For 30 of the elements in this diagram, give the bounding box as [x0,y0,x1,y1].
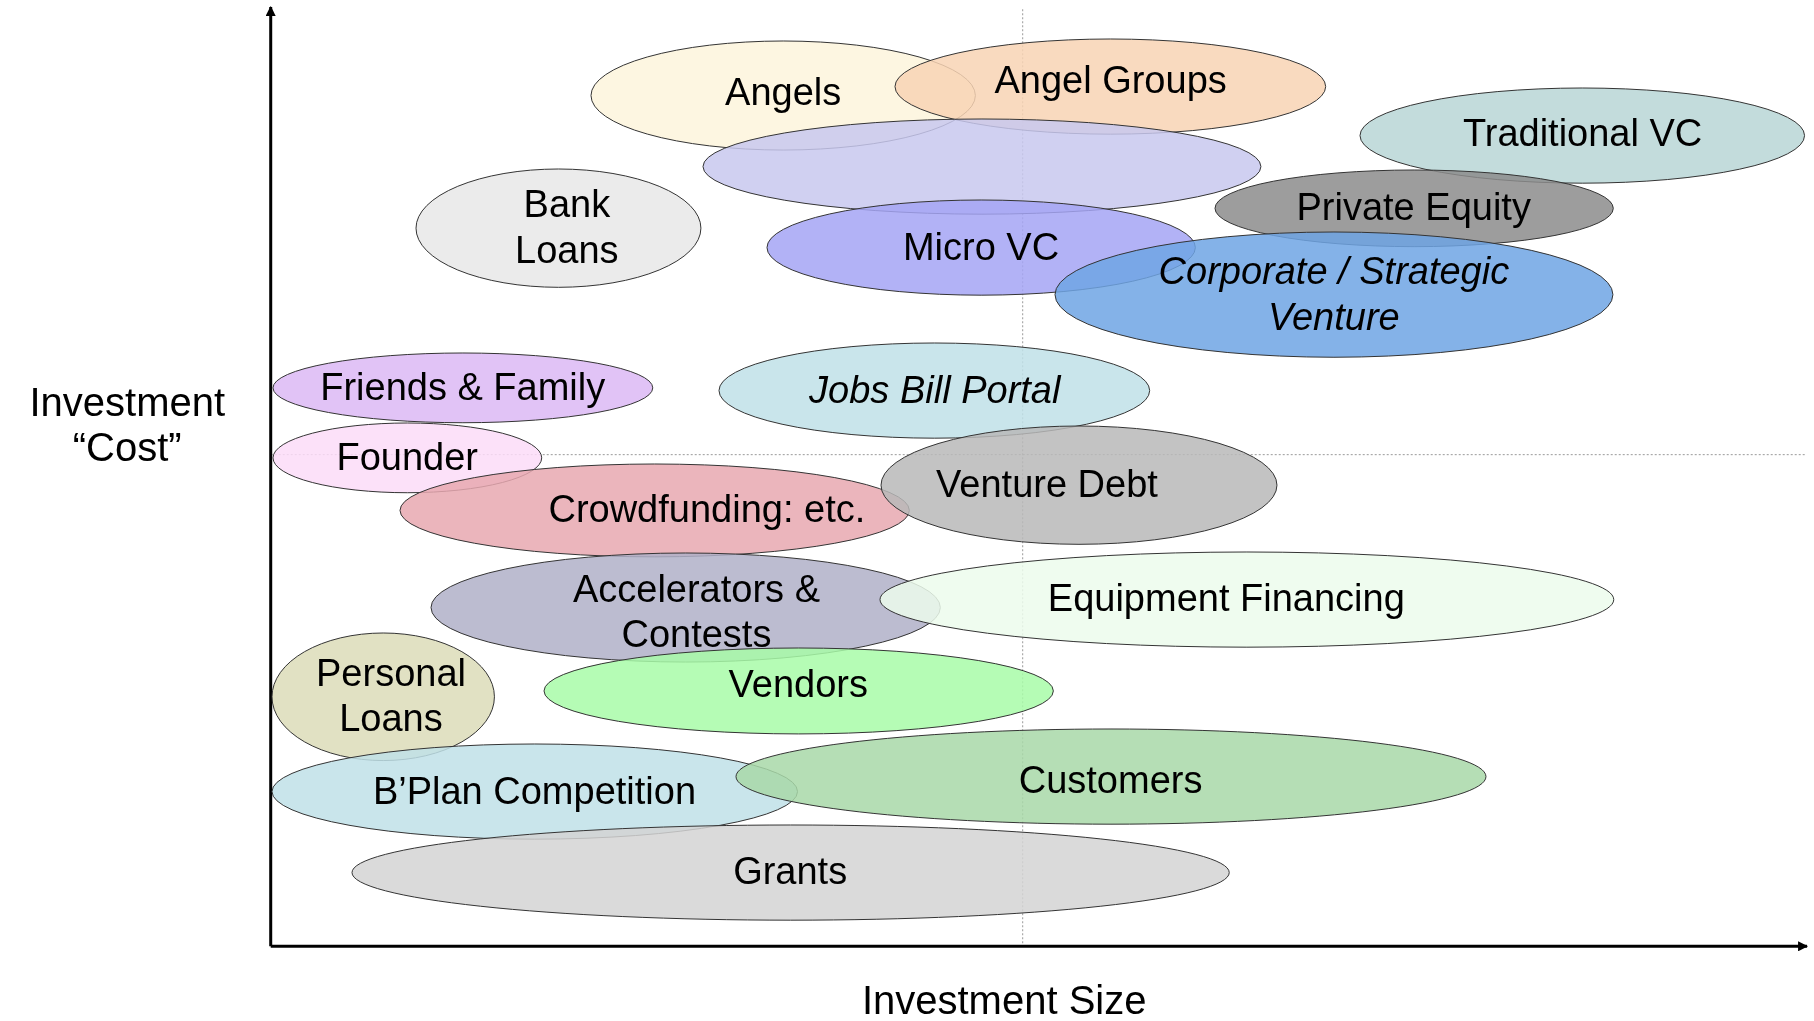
region-label: Grants [733,849,848,895]
region-label: Micro VC [902,224,1060,270]
region-label: Vendors [728,662,868,708]
region-label: Corporate / Strategic Venture [1157,249,1511,340]
ellipse-region [718,342,1152,440]
region-label: Friends & Family [320,364,606,410]
region-label: B’Plan Competition [372,768,697,814]
axis-title: Investment “Cost” [28,380,227,471]
ellipse-region [1359,86,1806,184]
ellipse-region [271,351,654,424]
region-label: Crowdfunding: etc. [548,487,866,533]
region-label: Equipment Financing [1047,576,1405,622]
region-label: Founder [336,435,478,481]
region-label: Venture Debt [936,461,1158,507]
ellipse-region [350,823,1230,921]
ellipse-region [880,424,1279,545]
axis-title: Investment Size [860,977,1148,1021]
region-label: Angel Groups [994,58,1227,104]
region-label: Accelerators & Contests [571,566,821,657]
ellipse-region [542,646,1054,735]
region-label: Bank Loans [514,182,620,273]
ellipse-region [415,167,703,289]
ellipse-region [734,727,1487,825]
ellipse-region [879,550,1615,648]
region-label: Personal Loans [315,650,467,742]
region-label: Angels [725,69,842,115]
region-label: Private Equity [1296,185,1531,231]
region-label: Traditional VC [1462,110,1703,156]
region-label: Jobs Bill Portal [809,368,1061,414]
region-label: Customers [1018,758,1203,804]
